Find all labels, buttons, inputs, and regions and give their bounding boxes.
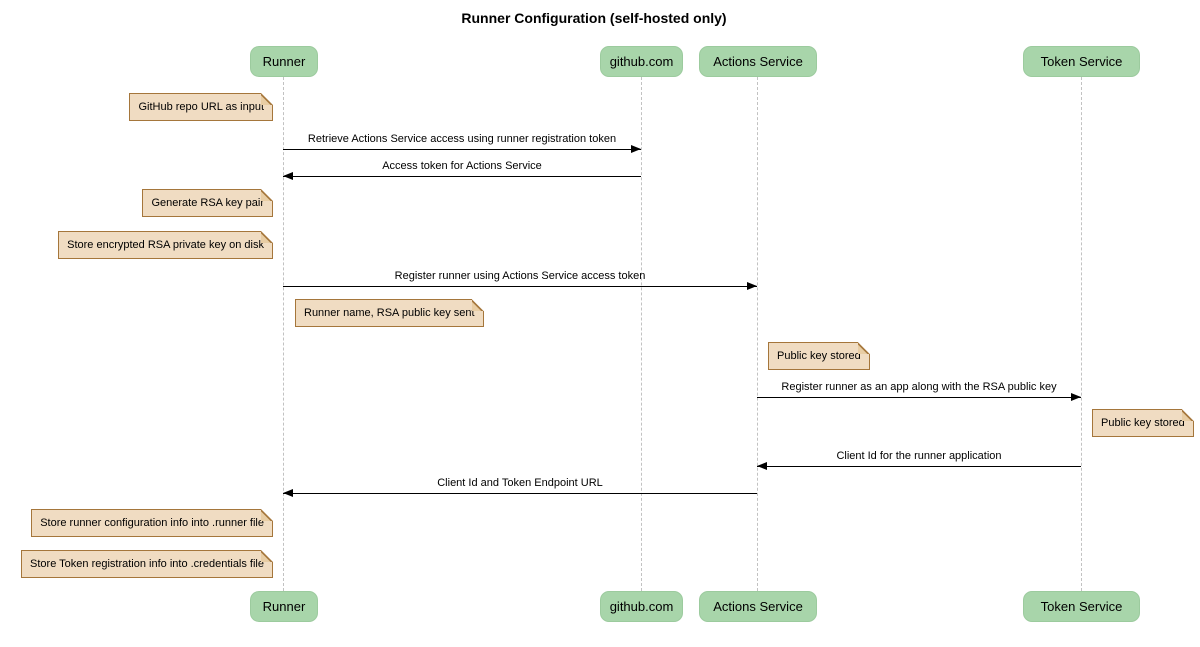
note-text: Generate RSA key pair xyxy=(151,197,264,209)
message-label: Register runner as an app along with the… xyxy=(781,381,1057,393)
arrowhead-left-icon xyxy=(283,489,293,497)
note-store-private-key: Store encrypted RSA private key on disk xyxy=(58,231,273,259)
diagram-title: Runner Configuration (self-hosted only) xyxy=(461,10,727,26)
note-text: Store encrypted RSA private key on disk xyxy=(67,239,264,251)
lifeline-runner xyxy=(283,77,284,591)
note-public-key-stored-actions: Public key stored xyxy=(768,342,870,370)
note-fold-icon xyxy=(261,189,273,201)
note-fold-icon xyxy=(261,550,273,562)
message-client-id-and-endpoint: Client Id and Token Endpoint URL xyxy=(283,477,757,497)
note-text: GitHub repo URL as input xyxy=(138,101,264,113)
actor-token-service-bottom: Token Service xyxy=(1023,591,1140,622)
message-access-token-response: Access token for Actions Service xyxy=(283,160,641,180)
arrowhead-left-icon xyxy=(757,462,767,470)
message-line xyxy=(757,462,1081,470)
note-text: Runner name, RSA public key sent xyxy=(304,307,475,319)
message-label: Access token for Actions Service xyxy=(382,160,542,172)
note-public-key-stored-token: Public key stored xyxy=(1092,409,1194,437)
lifeline-actions-service xyxy=(757,77,758,591)
lifeline-github xyxy=(641,77,642,591)
message-register-runner-as-app: Register runner as an app along with the… xyxy=(757,381,1081,401)
lifeline-token-service xyxy=(1081,77,1082,591)
actor-github-bottom: github.com xyxy=(600,591,683,622)
note-store-token-registration: Store Token registration info into .cred… xyxy=(21,550,273,578)
arrowhead-right-icon xyxy=(1071,393,1081,401)
actor-label: Token Service xyxy=(1040,599,1123,614)
actor-label: Token Service xyxy=(1040,54,1123,69)
actor-runner-top: Runner xyxy=(250,46,318,77)
message-line xyxy=(283,282,757,290)
actor-runner-bottom: Runner xyxy=(250,591,318,622)
note-fold-icon xyxy=(261,231,273,243)
note-fold-icon xyxy=(261,93,273,105)
actor-label: Actions Service xyxy=(713,599,803,614)
actor-label: Runner xyxy=(262,599,306,614)
note-fold-icon xyxy=(261,509,273,521)
note-text: Store runner configuration info into .ru… xyxy=(40,517,264,529)
note-generate-rsa-key-pair: Generate RSA key pair xyxy=(142,189,273,217)
note-fold-icon xyxy=(857,342,870,354)
actor-label: github.com xyxy=(609,599,674,614)
actor-label: Runner xyxy=(262,54,306,69)
note-github-repo-url: GitHub repo URL as input xyxy=(129,93,273,121)
actor-label: Actions Service xyxy=(713,54,803,69)
message-label: Register runner using Actions Service ac… xyxy=(394,270,646,282)
message-register-runner: Register runner using Actions Service ac… xyxy=(283,270,757,290)
note-text: Store Token registration info into .cred… xyxy=(30,558,264,570)
message-client-id-response: Client Id for the runner application xyxy=(757,450,1081,470)
message-label: Client Id and Token Endpoint URL xyxy=(437,477,603,489)
message-line xyxy=(283,172,641,180)
actor-actions-service-bottom: Actions Service xyxy=(699,591,817,622)
actor-github-top: github.com xyxy=(600,46,683,77)
note-fold-icon xyxy=(471,299,484,311)
message-retrieve-actions-service-access: Retrieve Actions Service access using ru… xyxy=(283,133,641,153)
arrowhead-right-icon xyxy=(747,282,757,290)
message-line xyxy=(283,489,757,497)
actor-token-service-top: Token Service xyxy=(1023,46,1140,77)
note-fold-icon xyxy=(1181,409,1194,421)
note-runner-name-public-key: Runner name, RSA public key sent xyxy=(295,299,484,327)
message-label: Client Id for the runner application xyxy=(836,450,1002,462)
message-line xyxy=(283,145,641,153)
note-text: Public key stored xyxy=(777,350,861,362)
note-store-runner-config: Store runner configuration info into .ru… xyxy=(31,509,273,537)
arrowhead-left-icon xyxy=(283,172,293,180)
arrowhead-right-icon xyxy=(631,145,641,153)
actor-label: github.com xyxy=(609,54,674,69)
note-text: Public key stored xyxy=(1101,417,1185,429)
actor-actions-service-top: Actions Service xyxy=(699,46,817,77)
message-line xyxy=(757,393,1081,401)
message-label: Retrieve Actions Service access using ru… xyxy=(307,133,617,145)
